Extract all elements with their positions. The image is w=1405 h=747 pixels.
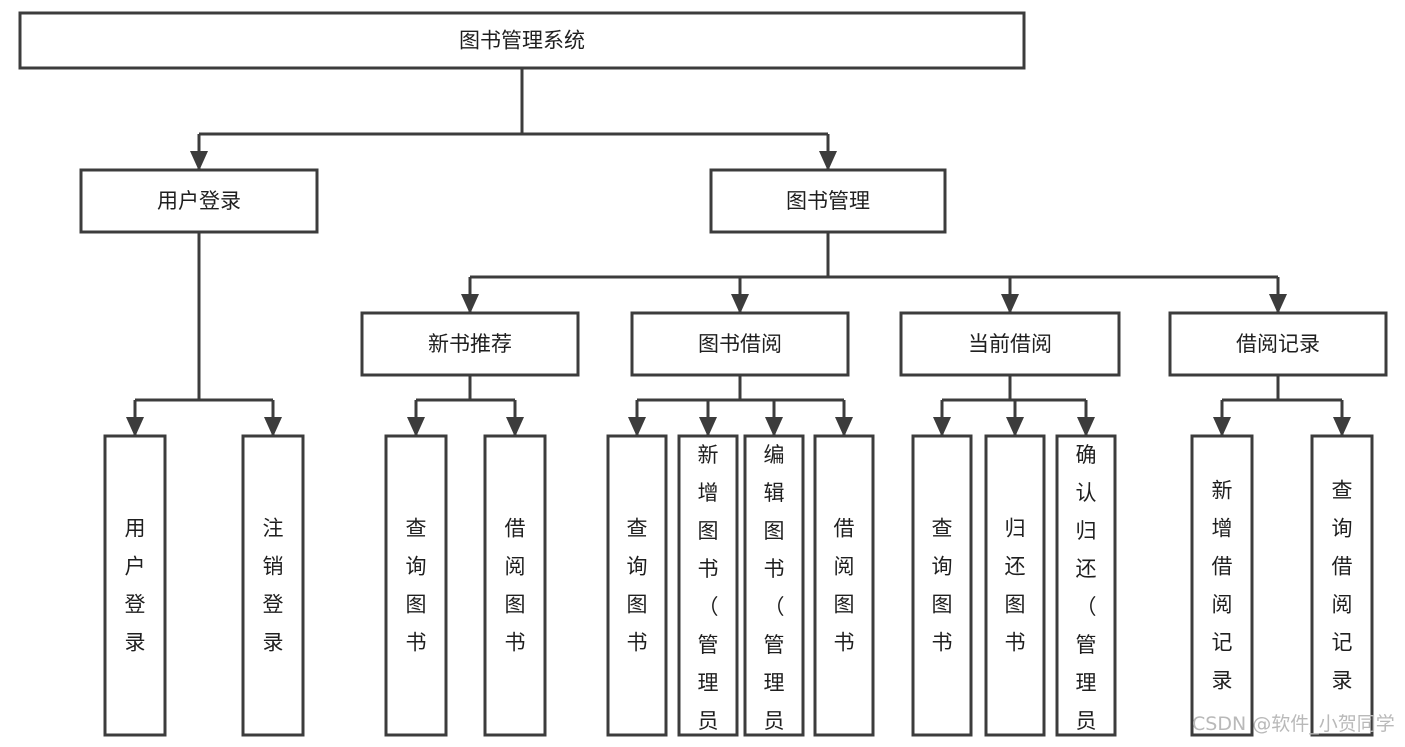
node-leaf-borrow-book[interactable]: 借阅图书 (813, 434, 875, 737)
node-box-leaf-edit-book-admin (743, 434, 805, 737)
node-book-manage[interactable]: 图书管理 (709, 168, 947, 234)
node-box-root (18, 11, 1026, 70)
node-label-user-login: 用户登录 (157, 189, 241, 213)
node-leaf-borrow-book-rec[interactable]: 借阅图书 (483, 434, 547, 737)
node-label-root: 图书管理系统 (459, 29, 585, 53)
arrow-head-icon (1269, 294, 1287, 314)
arrow-head-icon (835, 417, 853, 437)
node-leaf-confirm-return-admin[interactable]: 确认归还（管理员） (1055, 434, 1117, 747)
arrow-head-icon (628, 417, 646, 437)
node-label-leaf-user-login: 用户登录 (125, 517, 146, 655)
node-box-leaf-confirm-return-admin (1055, 434, 1117, 737)
node-box-leaf-return-book (984, 434, 1046, 737)
node-box-current-borrow (899, 311, 1121, 377)
node-box-leaf-query-book-borrow (606, 434, 668, 737)
node-label-leaf-edit-book-admin: 编辑图书（管理员） (764, 443, 785, 747)
node-label-leaf-query-book-current: 查询图书 (932, 517, 953, 655)
node-box-user-login (79, 168, 319, 234)
arrow-head-icon (765, 417, 783, 437)
node-leaf-return-book[interactable]: 归还图书 (984, 434, 1046, 737)
node-label-leaf-user-logout: 注销登录 (263, 517, 284, 655)
node-leaf-query-book-borrow[interactable]: 查询图书 (606, 434, 668, 737)
arrow-head-icon (190, 151, 208, 171)
node-label-leaf-query-book-borrow: 查询图书 (627, 517, 648, 655)
node-label-book-manage: 图书管理 (786, 189, 870, 213)
node-box-leaf-add-book-admin (677, 434, 739, 737)
node-box-book-manage (709, 168, 947, 234)
arrow-head-icon (264, 417, 282, 437)
node-box-leaf-query-book-rec (384, 434, 448, 737)
node-box-leaf-user-login (103, 434, 167, 737)
arrow-head-icon (1213, 417, 1231, 437)
node-label-leaf-add-book-admin: 新增图书（管理员） (698, 443, 719, 747)
node-user-login[interactable]: 用户登录 (79, 168, 319, 234)
node-label-current-borrow: 当前借阅 (968, 332, 1052, 356)
node-box-book-borrow (630, 311, 850, 377)
node-label-book-borrow: 图书借阅 (698, 332, 782, 356)
arrow-head-icon (699, 417, 717, 437)
arrow-head-icon (1333, 417, 1351, 437)
node-label-leaf-query-borrow-record: 查询借阅记录 (1332, 479, 1353, 693)
arrow-head-icon (933, 417, 951, 437)
arrow-head-icon (461, 294, 479, 314)
node-label-borrow-record: 借阅记录 (1236, 332, 1320, 356)
node-box-borrow-record (1168, 311, 1388, 377)
node-label-leaf-borrow-book-rec: 借阅图书 (505, 517, 526, 655)
node-book-borrow[interactable]: 图书借阅 (630, 311, 850, 377)
node-leaf-user-logout[interactable]: 注销登录 (241, 434, 305, 737)
node-leaf-query-borrow-record[interactable]: 查询借阅记录 (1310, 434, 1374, 737)
node-box-leaf-query-book-current (911, 434, 973, 737)
arrow-head-icon (407, 417, 425, 437)
node-leaf-query-book-rec[interactable]: 查询图书 (384, 434, 448, 737)
node-label-leaf-add-borrow-record: 新增借阅记录 (1212, 479, 1233, 693)
node-label-leaf-return-book: 归还图书 (1005, 517, 1026, 655)
node-leaf-query-book-current[interactable]: 查询图书 (911, 434, 973, 737)
node-leaf-edit-book-admin[interactable]: 编辑图书（管理员） (743, 434, 805, 747)
node-label-leaf-query-book-rec: 查询图书 (406, 517, 427, 655)
csdn-watermark: CSDN @软件_小贺同学 (1192, 713, 1395, 735)
node-root[interactable]: 图书管理系统 (18, 11, 1026, 70)
node-box-leaf-borrow-book (813, 434, 875, 737)
arrow-head-icon (126, 417, 144, 437)
node-box-leaf-user-logout (241, 434, 305, 737)
node-box-new-book-recommend (360, 311, 580, 377)
node-current-borrow[interactable]: 当前借阅 (899, 311, 1121, 377)
node-leaf-add-borrow-record[interactable]: 新增借阅记录 (1190, 434, 1254, 737)
node-leaf-add-book-admin[interactable]: 新增图书（管理员） (677, 434, 739, 747)
arrow-head-icon (1006, 417, 1024, 437)
connector-layer (126, 68, 1351, 437)
node-layer: 图书管理系统用户登录图书管理新书推荐图书借阅当前借阅借阅记录用户登录注销登录查询… (18, 11, 1388, 747)
node-label-leaf-confirm-return-admin: 确认归还（管理员） (1076, 443, 1097, 747)
arrow-head-icon (1077, 417, 1095, 437)
arrow-head-icon (731, 294, 749, 314)
node-label-new-book-recommend: 新书推荐 (428, 332, 512, 356)
node-box-leaf-borrow-book-rec (483, 434, 547, 737)
node-box-leaf-add-borrow-record (1190, 434, 1254, 737)
arrow-head-icon (506, 417, 524, 437)
node-label-leaf-borrow-book: 借阅图书 (834, 517, 855, 655)
node-borrow-record[interactable]: 借阅记录 (1168, 311, 1388, 377)
node-leaf-user-login[interactable]: 用户登录 (103, 434, 167, 737)
arrow-head-icon (819, 151, 837, 171)
arrow-head-icon (1001, 294, 1019, 314)
node-box-leaf-query-borrow-record (1310, 434, 1374, 737)
node-new-book-recommend[interactable]: 新书推荐 (360, 311, 580, 377)
